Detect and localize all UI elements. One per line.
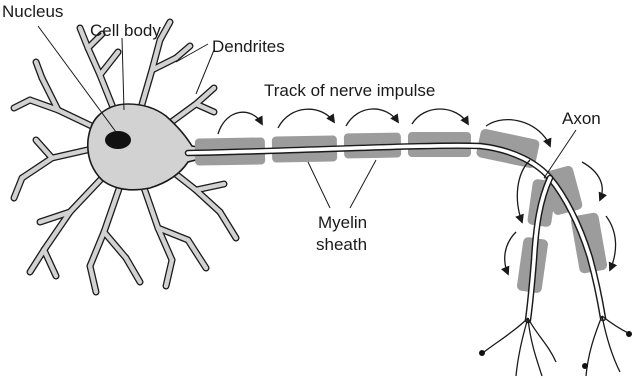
nucleus [105, 131, 131, 149]
label-dendrites: Dendrites [212, 37, 285, 56]
cell-body-leader [122, 38, 124, 110]
label-myelin-line2: sheath [316, 235, 367, 254]
axon-terminals [484, 316, 630, 376]
terminal-bouton [582, 363, 588, 369]
terminal-bouton [479, 350, 485, 356]
label-myelin-line1: Myelin [318, 213, 367, 232]
label-cell-body: Cell body [90, 21, 161, 40]
label-nucleus: Nucleus [2, 2, 63, 21]
axon [188, 146, 603, 320]
label-track: Track of nerve impulse [264, 81, 435, 100]
myelin-leader-1 [308, 162, 330, 208]
myelin-leader-2 [350, 160, 376, 208]
label-axon: Axon [562, 109, 601, 128]
terminal-bouton [626, 331, 632, 337]
